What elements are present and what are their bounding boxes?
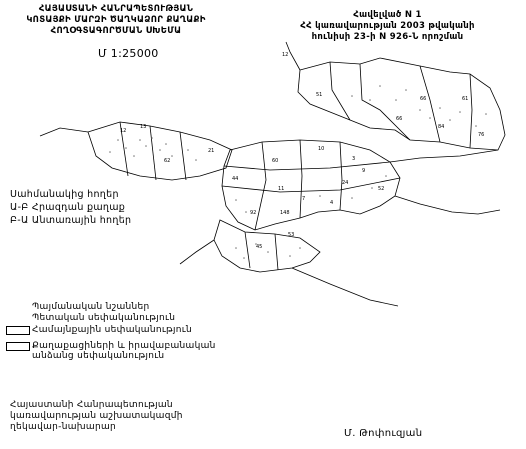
signature-line-3: ղեկավար-նախարար: [10, 422, 117, 432]
title-line-3: ՀՈՂՕԳՏԱԳՈՐԾՄԱՆ ՍԽԵՄԱ: [50, 26, 182, 36]
map-label: 44: [232, 176, 238, 182]
map-label: 76: [478, 132, 484, 138]
map-label: 60: [272, 158, 278, 164]
map-label: 148: [280, 210, 290, 216]
legend-heading: Պայմանական նշաններ: [32, 302, 150, 312]
map-label: 66: [420, 96, 426, 102]
map-title: ՀԱՅԱՍՏԱՆԻ ՀԱՆՐԱՊԵՏՈՒԹՅԱՆ ԿՈՏԱՅՔԻ ՄԱՐԶԻ Ծ…: [0, 4, 232, 37]
legend-swatch: [6, 326, 30, 335]
map-label: 66: [396, 116, 402, 122]
map-label: 4: [330, 200, 333, 206]
map-label: 7: [302, 196, 305, 202]
annex-line-1: Հավելված N 1: [353, 10, 422, 20]
map-label: 45: [256, 244, 262, 250]
map-label: 13: [140, 124, 146, 130]
signer-name: Մ. Թոփուզյան: [344, 428, 423, 439]
map-label: 11: [278, 186, 284, 192]
parcel-northeast: [297, 57, 506, 151]
legend: Պայմանական նշաններ Պետական սեփականությու…: [0, 302, 526, 372]
signature-block: Հայաստանի Հանրապետության կառավարության ա…: [10, 400, 183, 433]
annex-line-3: հունիսի 23-ի N 926-Ն որոշման: [311, 32, 464, 42]
map-label: 3: [352, 156, 355, 162]
land-category: Ա-Բ Հրազդան քաղաք: [10, 202, 126, 213]
parcel-central: [221, 139, 401, 231]
map-label: 92: [250, 210, 256, 216]
signature-line-2: կառավարության աշխատակազմի: [10, 411, 183, 421]
legend-subheading: Պետական սեփականություն: [32, 313, 176, 323]
map-label: 84: [438, 124, 444, 130]
land-category: Սահմանակից հողեր: [10, 189, 119, 200]
annex-line-2: ՀՀ կառավարության 2003 թվականի: [300, 21, 475, 31]
signature-line-1: Հայաստանի Հանրապետության: [10, 400, 173, 410]
map-label: 12: [282, 52, 288, 58]
map-label: 10: [318, 146, 324, 152]
map-label: 62: [164, 158, 170, 164]
map-label: 53: [288, 232, 294, 238]
legend-label: Համայնքային սեփականություն: [32, 325, 192, 335]
map-label: 61: [462, 96, 468, 102]
map-label: 12: [120, 128, 126, 134]
title-line-2: ԿՈՏԱՅՔԻ ՄԱՐԶԻ ԾԱՂԿԱՁՈՐ ՔԱՂԱՔԻ: [26, 15, 206, 25]
land-category: Բ-Ա Անտառային հողեր: [10, 215, 132, 226]
map-label: 51: [316, 92, 322, 98]
legend-swatch: [6, 342, 30, 351]
map-label: 24: [342, 180, 348, 186]
map-label: 9: [362, 168, 365, 174]
legend-title: Պայմանական նշաններ Պետական սեփականությու…: [32, 302, 175, 324]
annex-header: Հավելված N 1 ՀՀ կառավարության 2003 թվակա…: [290, 10, 485, 43]
map-label: 21: [208, 148, 214, 154]
parcel-south: [213, 219, 321, 273]
map-scale: Մ 1:25000: [98, 47, 159, 60]
legend-label: Քաղաքացիների և իրավաբանական անձանց սեփակ…: [32, 341, 216, 361]
land-categories: Սահմանակից հողեր Ա-Բ Հրազդան քաղաք Բ-Ա Ա…: [10, 188, 131, 227]
map-label: 52: [378, 186, 384, 192]
title-line-1: ՀԱՅԱՍՏԱՆԻ ՀԱՆՐԱՊԵՏՈՒԹՅԱՆ: [38, 4, 194, 14]
